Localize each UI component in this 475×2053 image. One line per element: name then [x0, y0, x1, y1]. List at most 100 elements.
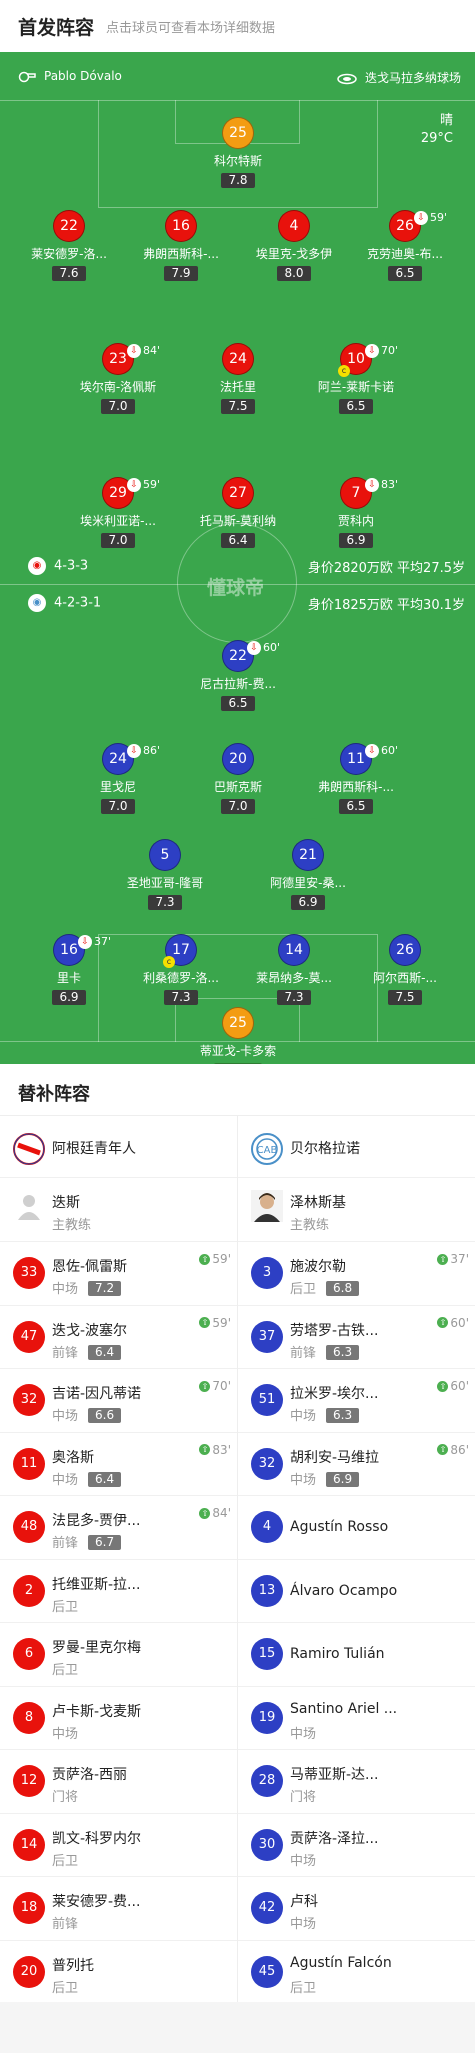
sub-position-text: 中场 — [290, 1917, 317, 1932]
player-marker[interactable]: 16 弗朗西斯科-... 7.9 — [126, 210, 236, 281]
home-team-row[interactable]: 阿根廷青年人 — [0, 1116, 237, 1178]
player-rating-value: 7.8 — [228, 173, 248, 187]
player-name: 阿德里安-桑... — [270, 876, 346, 890]
player-rating: 7.0 — [101, 399, 135, 414]
player-marker[interactable]: 11⇩60'弗朗西斯科-...6.5 — [301, 743, 411, 814]
sub-off-indicator: ⇩84' — [127, 336, 160, 366]
away-team-name: 贝尔格拉诺 — [290, 1141, 360, 1157]
substitution-out-icon: ⇩ — [247, 641, 261, 655]
player-number-circle: 4 — [278, 210, 310, 242]
player-number: 21 — [299, 847, 317, 863]
player-marker[interactable]: 22⇩60'尼古拉斯-费...6.5 — [183, 640, 293, 711]
sub-rating: 6.6 — [88, 1408, 122, 1423]
bench-divider — [237, 1116, 238, 2002]
sub-position: 中场 — [290, 1723, 316, 1742]
player-number: 24 — [229, 351, 247, 367]
player-rating: 7.3 — [277, 990, 311, 1005]
player-name: 法托里 — [219, 380, 256, 394]
substitution-in-icon: ⇧ — [437, 1317, 449, 1328]
sub-position: 前锋 — [52, 1913, 78, 1932]
player-number-circle: 20 — [222, 743, 254, 775]
sub-minute: 60' — [263, 641, 281, 654]
player-marker[interactable]: 26⇩59'克劳迪奥-布...6.5 — [350, 210, 460, 281]
sub-number-circle: 45 — [251, 1955, 283, 1988]
bench-section-header: 替补阵容 — [0, 1064, 475, 1116]
sub-position-text: 前锋 — [52, 1345, 79, 1361]
player-number-circle: 14 — [278, 934, 310, 966]
player-rating-value: 7.0 — [108, 399, 128, 413]
sub-name: 凯文-科罗内尔 — [52, 1830, 142, 1847]
sub-position: 后卫 — [52, 1977, 78, 1996]
sub-position-text: 中场 — [52, 1726, 79, 1742]
player-name: 弗朗西斯科-... — [143, 247, 219, 261]
sub-position-text: 中场 — [290, 1409, 317, 1424]
penalty-box-bottom — [98, 934, 378, 1042]
player-number-circle: 29⇩59' — [102, 477, 160, 509]
away-coach-row[interactable]: 泽林斯基 主教练 — [238, 1178, 475, 1242]
player-rating: 7.9 — [164, 266, 198, 281]
sub-position-text: 门将 — [52, 1790, 79, 1805]
sub-name: 奥洛斯 — [52, 1449, 94, 1466]
sub-in-minute-text: 60' — [450, 1379, 469, 1393]
player-name: 圣地亚哥-隆哥 — [126, 876, 204, 890]
sub-in-minute-text: 86' — [450, 1442, 469, 1457]
player-rating: 6.5 — [339, 799, 373, 814]
watermark: 懂球帝 — [207, 577, 265, 599]
player-marker[interactable]: 29⇩59'埃米利亚诺-...7.0 — [63, 477, 173, 548]
sub-number-circle: 15 — [251, 1638, 283, 1670]
sub-number-circle: 6 — [13, 1638, 45, 1670]
sub-minute: 60' — [381, 744, 399, 757]
home-coach-row[interactable]: 迭斯 主教练 — [0, 1178, 237, 1242]
star-icon: ★ — [221, 1063, 236, 1064]
sub-name: Santino Ariel ... — [290, 1700, 398, 1717]
yellow-card-icon: c — [338, 365, 350, 377]
away-team-row[interactable]: CAB 贝尔格拉诺 — [238, 1116, 475, 1178]
player-rating-value: 7.0 — [228, 799, 248, 813]
sub-position: 后卫 — [52, 1850, 78, 1869]
player-number-circle: 16 — [165, 210, 197, 242]
